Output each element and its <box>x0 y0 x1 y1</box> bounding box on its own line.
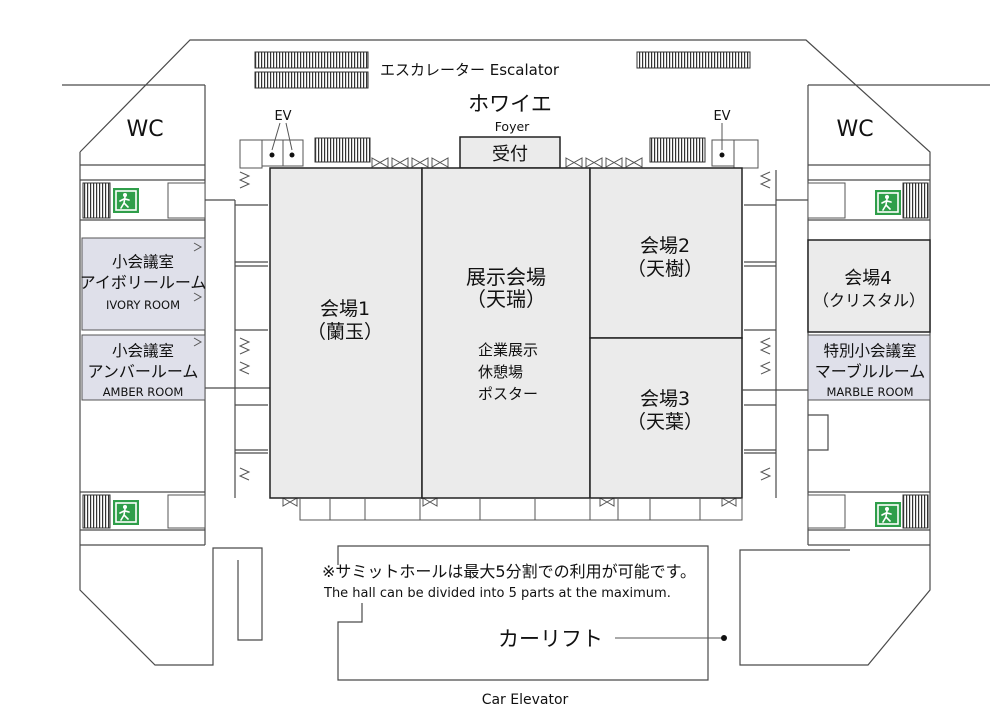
escalator-right <box>636 51 751 69</box>
hall-4-alias: （クリスタル） <box>813 291 925 310</box>
exhibition-hall-name: 展示会場 <box>466 265 546 289</box>
amber-room-name-jp: アンバールーム <box>88 362 199 381</box>
emergency-exit-icon <box>113 500 139 525</box>
ivory-room-type: 小会議室 <box>112 253 174 271</box>
restroom-label-left: WC <box>126 117 163 142</box>
hall-1-name: 会場1 <box>320 298 370 320</box>
right-corridor-top-box <box>733 139 759 169</box>
car-lift-label-en: Car Elevator <box>482 692 569 708</box>
marble-room <box>807 334 931 401</box>
left-stairs <box>314 137 371 163</box>
reception-label: 受付 <box>492 144 528 165</box>
right-exit-stairs-top <box>902 182 929 219</box>
hall-1-room <box>269 167 423 499</box>
hall-3-name: 会場3 <box>640 388 690 410</box>
amber-room-type: 小会議室 <box>112 342 174 360</box>
hall-3-alias: （天葉） <box>627 411 703 433</box>
exhibition-use-item: 休憩場 <box>478 363 523 381</box>
ivory-room-name-en: IVORY ROOM <box>106 298 180 312</box>
elevator-label-left: EV <box>274 109 291 124</box>
left-exit-stairs-top <box>82 182 111 219</box>
hall-2-room <box>589 167 743 339</box>
marble-room-name-jp: マーブルルーム <box>815 362 926 381</box>
escalator-left-upper <box>254 51 369 69</box>
car-lift-label-jp: カーリフト <box>498 627 603 651</box>
hall-bottom-storage <box>299 498 743 521</box>
left-exit-stairs-bottom <box>82 494 111 529</box>
right-exit-box-bottom <box>807 494 846 529</box>
foyer-name-en: Foyer <box>495 119 530 134</box>
main-hall: 会場1 （蘭玉） 展示会場 （天瑞） 企業展示 休憩場 ポスター 会場2 （天樹… <box>269 167 743 499</box>
elevator-dot-icon <box>269 152 275 158</box>
hall-2-name: 会場2 <box>640 235 690 257</box>
emergency-exit-icon <box>875 502 901 527</box>
right-corridor-doors <box>759 171 772 481</box>
right-corridor-partitions <box>744 170 808 498</box>
hall-1-alias: （蘭玉） <box>307 321 383 343</box>
exhibition-hall-alias: （天瑞） <box>466 287 546 311</box>
restroom-label-right: WC <box>836 117 873 142</box>
hall-3-room <box>589 337 743 499</box>
car-lift-marker-dot <box>721 635 727 641</box>
elevator-dot-icon <box>719 152 725 158</box>
hall-2-alias: （天樹） <box>627 258 703 280</box>
ivory-room-name-jp: アイボリールーム <box>80 273 207 292</box>
elevator-dot-icon <box>289 152 295 158</box>
right-exit-box-top <box>807 182 846 219</box>
exhibition-use-item: ポスター <box>478 385 538 403</box>
hall-4-room <box>807 239 931 333</box>
left-corridor-top-box <box>239 139 263 169</box>
left-corridor-doors <box>193 171 251 481</box>
left-corridor-partitions <box>205 199 268 498</box>
amber-room <box>81 334 206 401</box>
amber-room-name-en: AMBER ROOM <box>103 385 184 399</box>
hall-4-name: 会場4 <box>844 268 891 289</box>
outer-wall <box>79 39 931 666</box>
car-lift-area-outline <box>337 545 709 681</box>
right-exit-stairs-bottom <box>902 494 929 529</box>
foyer-name-jp: ホワイエ <box>468 92 552 116</box>
ev-leader-lines <box>271 122 723 151</box>
left-exit-box-top <box>167 182 206 219</box>
emergency-exit-icon <box>875 190 901 215</box>
marble-room-type: 特別小会議室 <box>823 342 916 360</box>
ivory-room <box>81 237 206 331</box>
exhibition-use-item: 企業展示 <box>478 341 538 359</box>
hall-division-note-jp: ※サミットホールは最大5分割での利用が可能です。 <box>322 562 696 581</box>
escalator-label: エスカレーター Escalator <box>380 61 560 79</box>
escalator-left-lower <box>254 71 369 89</box>
right-stairs <box>649 137 706 163</box>
exhibition-hall-room <box>421 167 591 499</box>
emergency-exit-icon <box>113 188 139 213</box>
marble-room-name-en: MARBLE ROOM <box>826 385 913 399</box>
hall-division-note-en: The hall can be divided into 5 parts at … <box>323 586 671 601</box>
elevator-label-right: EV <box>713 109 730 124</box>
left-exit-box-bottom <box>167 494 206 529</box>
